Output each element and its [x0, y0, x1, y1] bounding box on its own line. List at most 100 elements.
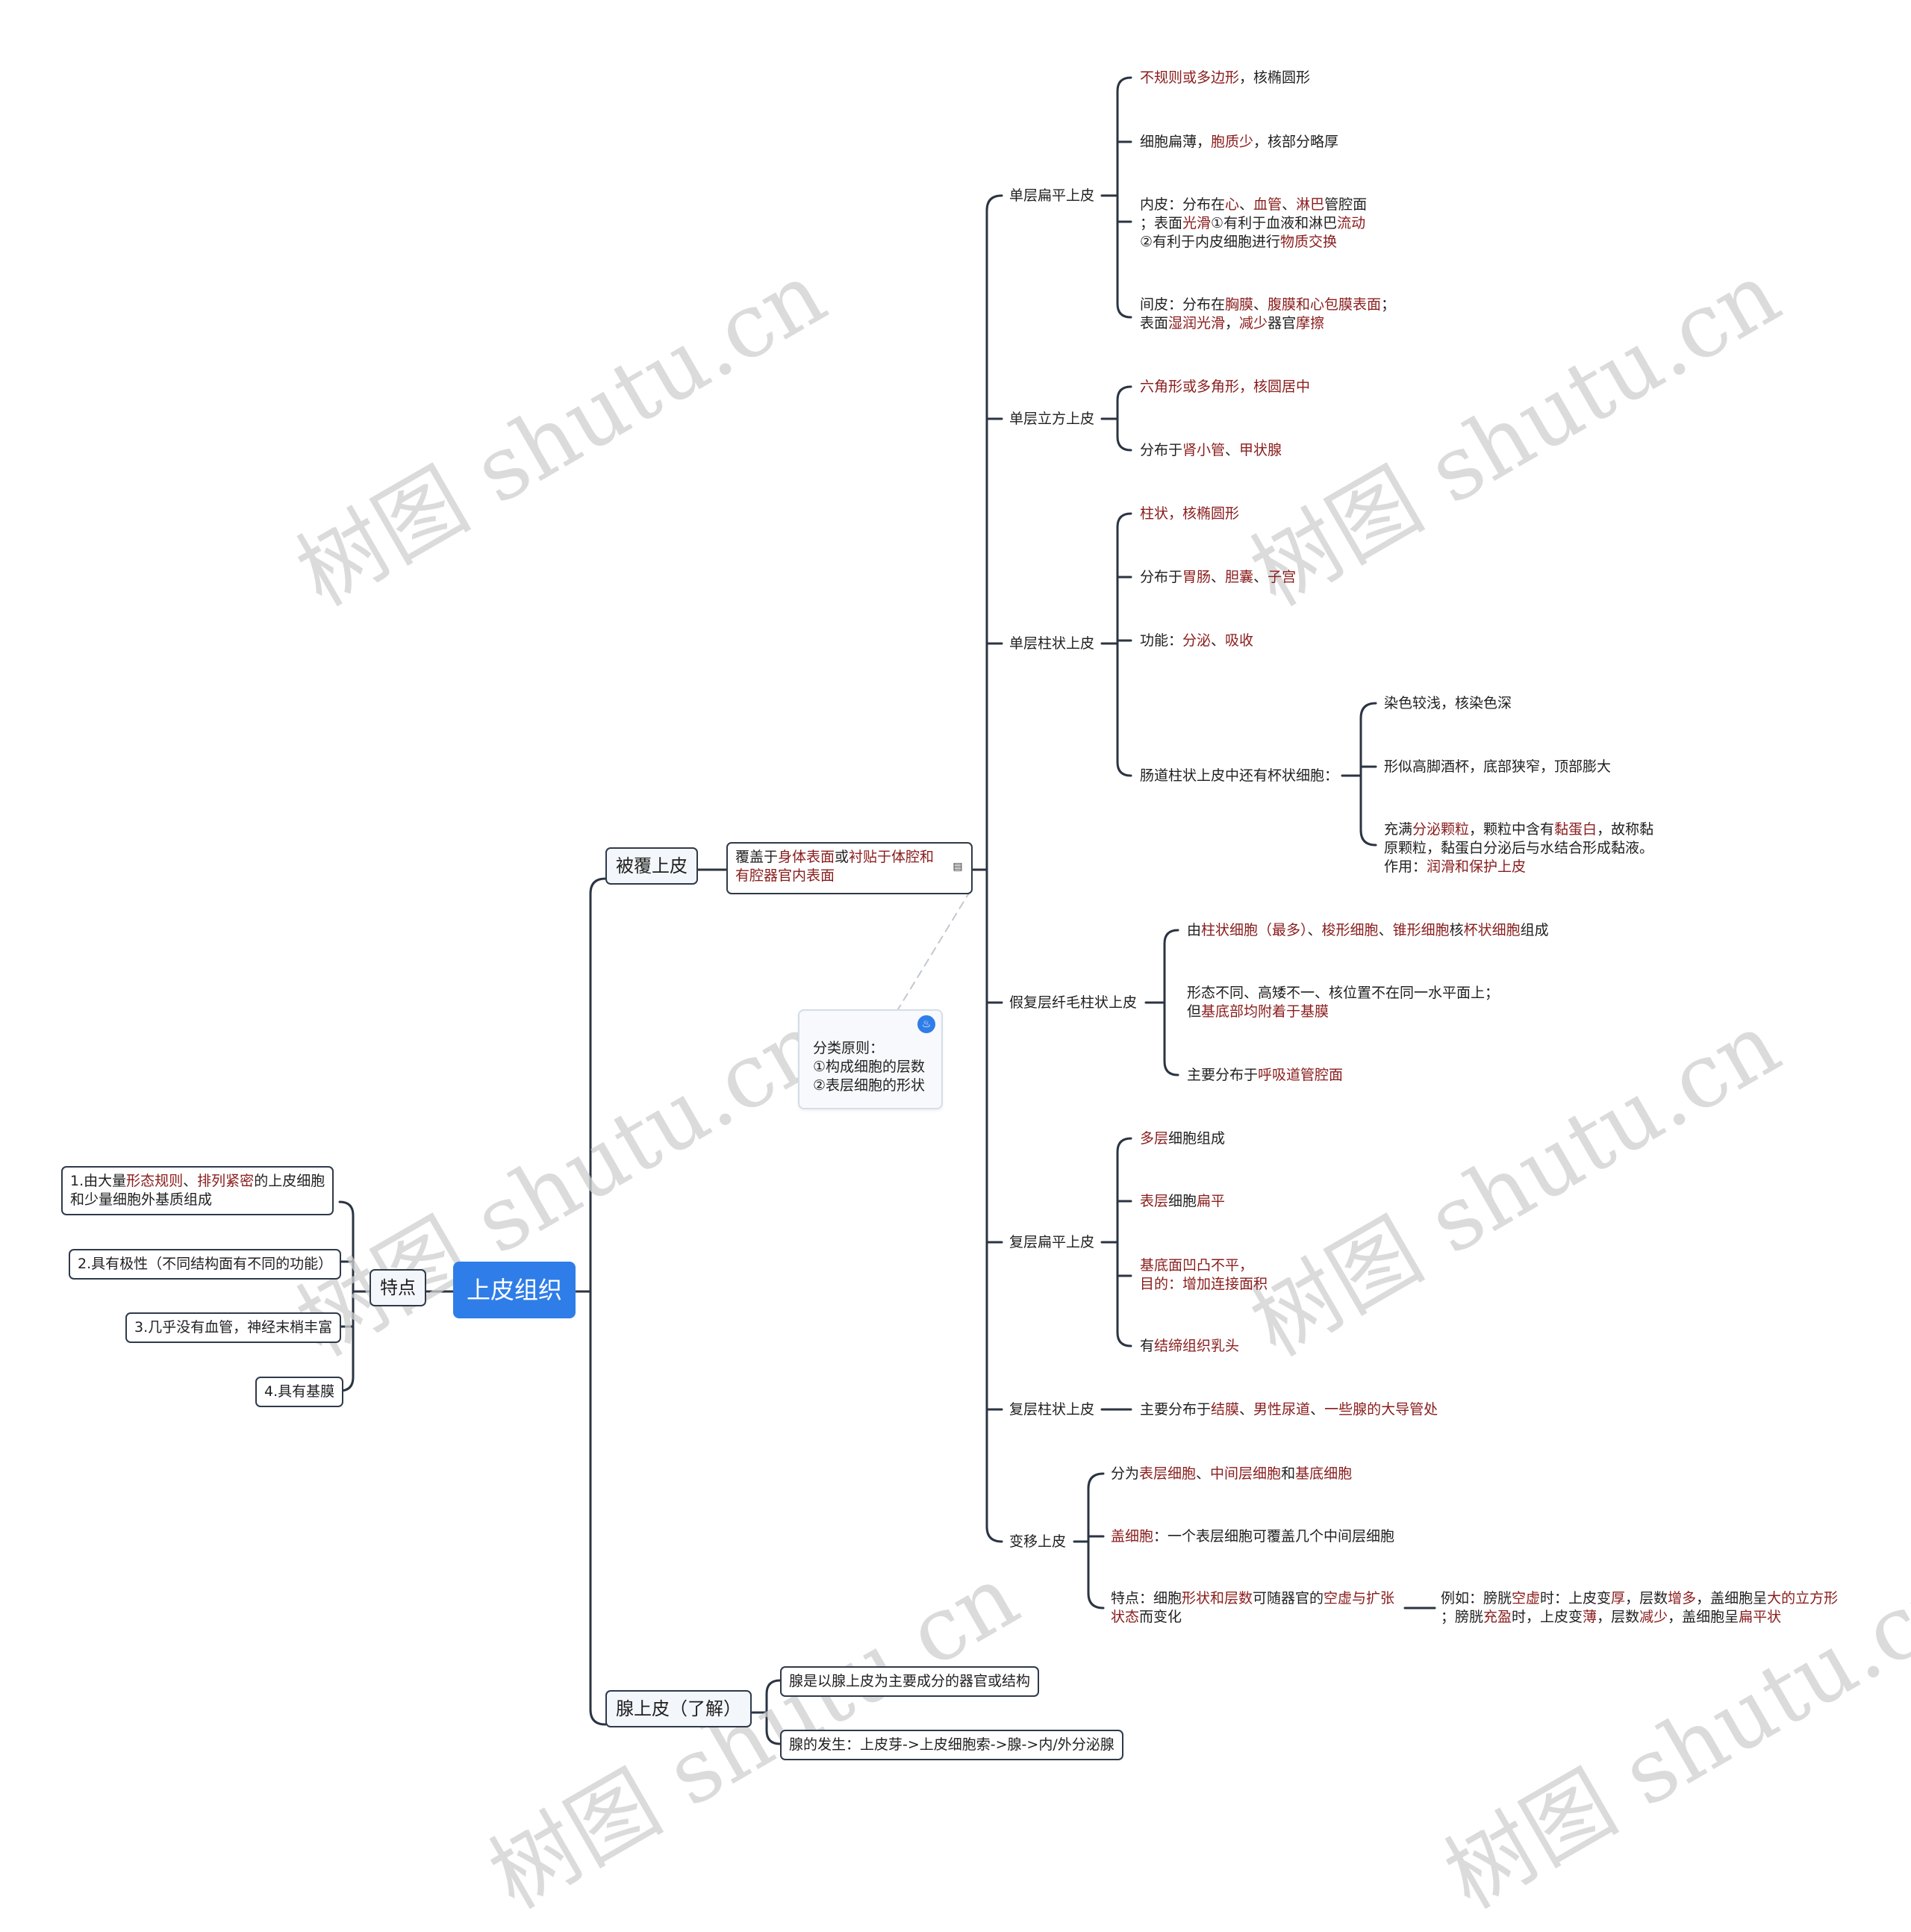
- feature-item[interactable]: 2.具有极性（不同结构面有不同的功能）: [69, 1249, 342, 1280]
- detail-item[interactable]: 分布于肾小管、甲状腺: [1140, 441, 1282, 460]
- highlight-text: 六角形或多角形，核圆居中: [1140, 378, 1311, 395]
- detail-item[interactable]: 多层细胞组成: [1140, 1129, 1225, 1148]
- gland-item[interactable]: 腺的发生：上皮芽->上皮细胞索->腺->内/外分泌腺: [780, 1730, 1123, 1760]
- detail-item[interactable]: 不规则或多边形，核椭圆形: [1140, 69, 1310, 87]
- text-line: 内皮：分布在心、血管、淋巴管腔面: [1140, 196, 1367, 214]
- text-segment: ：一个表层细胞可覆盖几个中间层细胞: [1153, 1528, 1395, 1545]
- detail-item[interactable]: 分为表层细胞、中间层细胞和基底细胞: [1111, 1465, 1352, 1483]
- text-segment: 、: [1239, 196, 1254, 213]
- text-line: 充满分泌颗粒，颗粒中含有黏蛋白，故称黏: [1384, 820, 1653, 839]
- text-segment: 染色较浅，核染色深: [1384, 695, 1512, 711]
- text-segment: 和: [1281, 1465, 1296, 1482]
- detail-item[interactable]: 六角形或多角形，核圆居中: [1140, 378, 1310, 396]
- highlight-text: 基底细胞: [1295, 1465, 1353, 1482]
- detail-item[interactable]: 主要分布于结膜、男性尿道、一些腺的大导管处: [1140, 1400, 1438, 1419]
- text-segment: 形似高脚酒杯，底部狭窄，顶部膨大: [1384, 758, 1612, 775]
- text-segment: 特点：细胞: [1111, 1590, 1182, 1607]
- text-segment: ，颗粒中含有: [1469, 821, 1555, 838]
- text-line: 六角形或多角形，核圆居中: [1140, 378, 1310, 396]
- text-segment: 分布于: [1140, 442, 1183, 458]
- root-label: 上皮组织: [467, 1276, 563, 1304]
- text-segment: ，: [1225, 315, 1240, 331]
- text-line: 和少量细胞外基质组成: [70, 1191, 325, 1209]
- highlight-text: 表层: [1140, 1193, 1169, 1209]
- highlight-text: 甲状腺: [1239, 442, 1282, 458]
- text-line: 功能：分泌、吸收: [1140, 632, 1253, 650]
- goblet-item[interactable]: 形似高脚酒杯，底部狭窄，顶部膨大: [1384, 758, 1611, 776]
- detail-item[interactable]: 细胞扁薄，胞质少，核部分略厚: [1140, 133, 1338, 152]
- text-segment: 、: [1239, 1401, 1254, 1418]
- highlight-text: 基底部均附着于基膜: [1201, 1003, 1329, 1020]
- type-node[interactable]: 复层扁平上皮: [1009, 1234, 1095, 1250]
- highlight-text: 子宫: [1268, 569, 1297, 585]
- text-segment: ①有利于血液和淋巴: [1211, 215, 1338, 231]
- text-segment: 的上皮细胞: [254, 1173, 325, 1189]
- detail-item[interactable]: 形态不同、高矮不一、核位置不在同一水平面上；但基底部均附着于基膜: [1187, 984, 1499, 1021]
- highlight-text: 不规则或多边形: [1140, 69, 1240, 86]
- detail-item[interactable]: 基底面凹凸不平，目的：增加连接面积: [1140, 1256, 1268, 1294]
- text-segment: 细胞扁薄，: [1140, 134, 1212, 150]
- text-segment: 、: [183, 1173, 198, 1189]
- type-node[interactable]: 假复层纤毛柱状上皮: [1009, 994, 1138, 1011]
- detail-item[interactable]: 特点：细胞形状和层数可随器官的空虚与扩张状态而变化: [1111, 1589, 1394, 1627]
- detail-item[interactable]: 主要分布于呼吸道管腔面: [1187, 1066, 1343, 1085]
- gland-item[interactable]: 腺是以腺上皮为主要成分的器官或结构: [780, 1666, 1040, 1697]
- text-line: 分布于胃肠、胆囊、子宫: [1140, 568, 1296, 587]
- detail-item[interactable]: 由柱状细胞（最多）、梭形细胞、锥形细胞核杯状细胞组成: [1187, 921, 1549, 940]
- highlight-text: 中间层细胞: [1210, 1465, 1282, 1482]
- text-segment: 腺是以腺上皮为主要成分的器官或结构: [789, 1673, 1031, 1689]
- feature-item[interactable]: 1.由大量形态规则、排列紧密的上皮细胞和少量细胞外基质组成: [61, 1166, 334, 1215]
- detail-item[interactable]: 肠道柱状上皮中还有杯状细胞：: [1140, 767, 1338, 785]
- goblet-item[interactable]: 染色较浅，核染色深: [1384, 694, 1512, 713]
- covering-node[interactable]: 被覆上皮: [605, 847, 698, 885]
- type-node[interactable]: 复层柱状上皮: [1009, 1401, 1095, 1418]
- detail-item[interactable]: 功能：分泌、吸收: [1140, 632, 1253, 650]
- root-node[interactable]: 上皮组织: [453, 1262, 576, 1318]
- highlight-text: 黏蛋白: [1554, 821, 1597, 838]
- feature-item[interactable]: 3.几乎没有血管，神经末梢丰富: [125, 1312, 342, 1343]
- detail-item[interactable]: 有结缔组织乳头: [1140, 1337, 1239, 1356]
- highlight-text: 形状和层数: [1182, 1590, 1253, 1607]
- detail-item[interactable]: 分布于胃肠、胆囊、子宫: [1140, 568, 1296, 587]
- glandular-node[interactable]: 腺上皮（了解）: [605, 1690, 752, 1727]
- highlight-text: 增加连接面积: [1182, 1276, 1268, 1292]
- detail-item[interactable]: 盖细胞：一个表层细胞可覆盖几个中间层细胞: [1111, 1527, 1394, 1546]
- highlight-text: 充盈: [1483, 1609, 1512, 1625]
- feature-item[interactable]: 4.具有基膜: [255, 1377, 344, 1407]
- type-node[interactable]: 单层柱状上皮: [1009, 635, 1095, 652]
- highlight-text: 血管: [1253, 196, 1282, 213]
- text-segment: 主要分布于: [1140, 1401, 1212, 1418]
- type-node[interactable]: 单层立方上皮: [1009, 411, 1095, 427]
- detail-item[interactable]: 表层细胞扁平: [1140, 1192, 1225, 1211]
- type-node[interactable]: 变移上皮: [1009, 1533, 1067, 1550]
- detail-item[interactable]: 间皮：分布在胸膜、腹膜和心包膜表面；表面湿润光滑，减少器官摩擦: [1140, 296, 1395, 333]
- text-segment: 内皮：分布在: [1140, 196, 1226, 213]
- classification-note[interactable]: ♨ 分类原则： ①构成细胞的层数 ②表层细胞的形状: [798, 1009, 943, 1109]
- highlight-text: 物质交换: [1280, 234, 1338, 250]
- connector-lines: [338, 76, 1436, 1745]
- highlight-text: 男性尿道: [1253, 1401, 1311, 1418]
- highlight-text: 增多: [1668, 1590, 1697, 1607]
- text-line: 3.几乎没有血管，神经末梢丰富: [134, 1318, 332, 1337]
- example-item[interactable]: 例如：膀胱空虚时：上皮变厚，层数增多，盖细胞呈大的立方形；膀胱充盈时，上皮变薄，…: [1441, 1589, 1838, 1627]
- highlight-text: 形态规则: [126, 1173, 184, 1189]
- text-segment: ②有利于内皮细胞进行: [1140, 234, 1281, 250]
- goblet-item[interactable]: 充满分泌颗粒，颗粒中含有黏蛋白，故称黏原颗粒，黏蛋白分泌后与水结合形成黏液。作用…: [1384, 820, 1653, 876]
- highlight-text: 杯状细胞: [1463, 922, 1521, 938]
- features-node[interactable]: 特点: [370, 1269, 426, 1306]
- covering-desc[interactable]: 覆盖于身体表面或衬贴于体腔和有腔器官内表面: [726, 842, 973, 894]
- highlight-text: 柱状，核椭圆形: [1140, 505, 1240, 522]
- detail-item[interactable]: 柱状，核椭圆形: [1140, 505, 1239, 523]
- text-segment: 表面: [1140, 315, 1169, 331]
- text-line: 表面湿润光滑，减少器官摩擦: [1140, 314, 1395, 333]
- text-line: 但基底部均附着于基膜: [1187, 1003, 1499, 1021]
- note-icon[interactable]: ▤: [953, 861, 963, 873]
- text-segment: 、: [1211, 569, 1226, 585]
- text-line: 形似高脚酒杯，底部狭窄，顶部膨大: [1384, 758, 1611, 776]
- text-line: 作用：润滑和保护上皮: [1384, 858, 1653, 876]
- text-segment: 细胞组成: [1168, 1130, 1226, 1147]
- text-segment: 、: [1378, 922, 1393, 938]
- text-line: 多层细胞组成: [1140, 1129, 1225, 1148]
- type-node[interactable]: 单层扁平上皮: [1009, 187, 1095, 204]
